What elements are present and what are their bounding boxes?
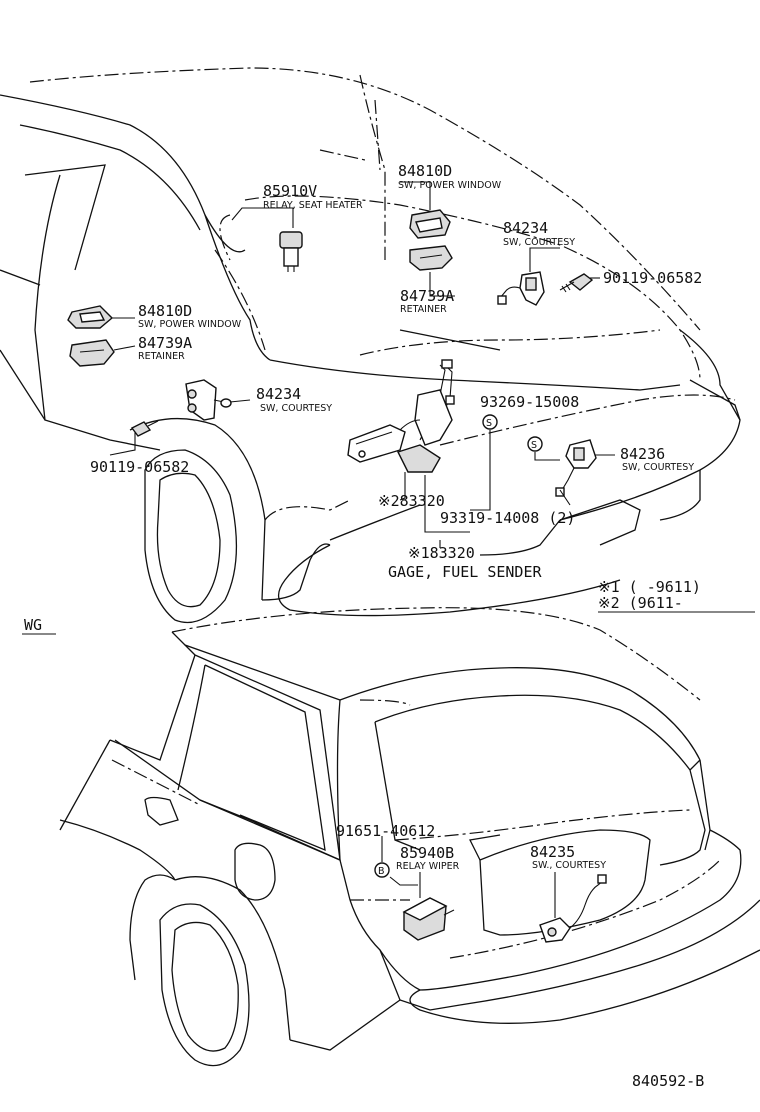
label-90119-left-part: 90119-06582 [90,458,189,476]
diagram-code: 840592-B [632,1072,704,1090]
courtesy-switch-part-left [185,379,232,421]
bolt-part-left [130,420,159,437]
label-84739A-top-part: 84739A [400,287,454,305]
label-183320-desc: GAGE, FUEL SENDER [388,563,542,581]
label-283320-part: ※283320 [378,492,445,510]
wagon-outline [59,607,760,1067]
label-84810D-top-part: 84810D [398,162,452,180]
power-window-switch-part-top [409,209,451,239]
label-84739A-left-part: 84739A [138,334,192,352]
label-183320-part: ※183320 [408,544,475,562]
screw-marker-s1-label: S [486,418,492,429]
label-84234-left-desc: SW, COURTESY [260,403,332,414]
sedan-outline [0,67,741,624]
label-84235-part: 84235 [530,843,575,861]
label-85910V-desc: RELAY, SEAT HEATER [263,200,363,211]
footnote-2: ※2 (9611- [598,594,683,612]
label-84236-part: 84236 [620,445,665,463]
label-84810D-top-desc: SW, POWER WINDOW [398,180,502,191]
label-93269-part: 93269-15008 [480,393,579,411]
bolt-part-top [559,273,594,293]
courtesy-switch-part-wagon [539,874,607,943]
courtesy-switch-part-top [497,271,545,306]
label-84235-desc: SW., COURTESY [532,860,606,871]
fuel-sender-part [347,359,455,473]
section-label-wg: WG [24,616,42,634]
screw-marker-s2-label: S [531,440,537,451]
label-93319-part: 93319-14008 (2) [440,509,575,527]
leader-lines-bottom [381,836,556,918]
label-84236-desc: SW, COURTESY [622,462,694,473]
label-84234-top-desc: SW, COURTESY [503,237,575,248]
label-85910V-part: 85910V [263,182,317,200]
retainer-part-top [409,245,453,271]
screw-marker-s2: S [527,436,543,452]
retainer-part-left [69,339,115,367]
label-84810D-left-desc: SW, POWER WINDOW [138,319,242,330]
label-85940B-part: 85940B [400,844,454,862]
label-84234-top-part: 84234 [503,219,548,237]
screw-marker-s1: S [482,414,498,430]
label-84234-left-part: 84234 [256,385,301,403]
courtesy-switch-part-right [555,439,597,497]
power-window-switch-part-left [67,305,114,329]
label-84739A-top-desc: RETAINER [400,304,447,315]
label-91651-part: 91651-40612 [336,822,435,840]
label-84739A-left-desc: RETAINER [138,351,185,362]
bolt-marker-b-label: B [378,866,385,877]
label-84810D-left-part: 84810D [138,302,192,320]
leader-lines-top [109,181,615,548]
bolt-marker-b: B [374,862,390,878]
footnote-1: ※1 ( -9611) [598,578,701,596]
label-90119-top-part: 90119-06582 [603,269,702,287]
label-85940B-desc: RELAY WIPER [396,861,460,872]
seat-heater-relay-part [279,231,303,272]
wiper-relay-part [402,897,455,941]
